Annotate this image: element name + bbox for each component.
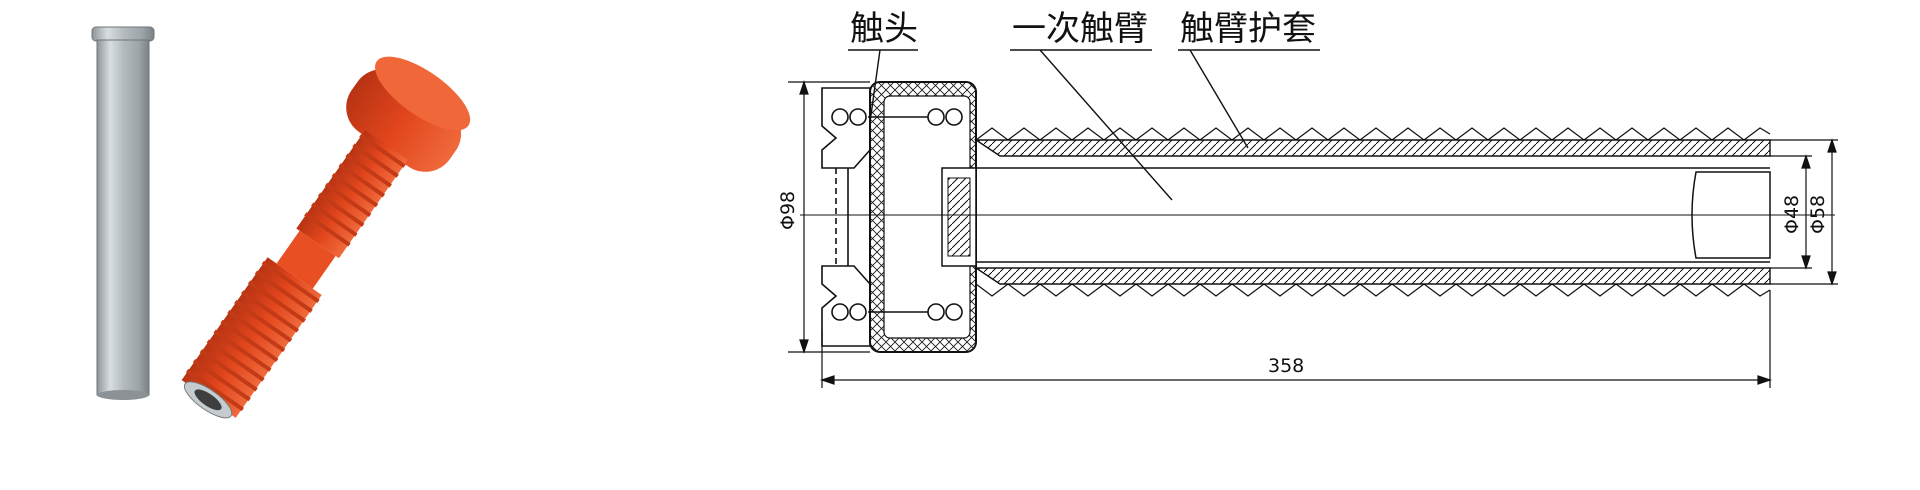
dim-end-diameter-text: Φ58 bbox=[1807, 195, 1829, 234]
dim-length-text: 358 bbox=[1268, 355, 1304, 377]
label-primary-arm: 一次触臂 bbox=[1012, 9, 1148, 49]
product-photos bbox=[91, 26, 471, 419]
contact-holes bbox=[831, 108, 963, 321]
dim-inner-diameter-text: Φ48 bbox=[1781, 195, 1803, 234]
label-contact: 触头 bbox=[850, 9, 918, 49]
dim-right-diameters bbox=[1770, 138, 1838, 286]
dim-length bbox=[820, 290, 1772, 388]
contact-fingers bbox=[821, 87, 871, 347]
dim-outer-diameter bbox=[788, 80, 870, 354]
primary-arm-tube bbox=[973, 139, 1771, 285]
cross-section-drawing: 触头 一次触臂 触臂护套 bbox=[777, 9, 1838, 388]
rubber-arm-photo bbox=[181, 56, 471, 419]
label-arm-sleeve: 触臂护套 bbox=[1180, 9, 1316, 49]
arm-sleeve-ribs bbox=[975, 127, 1771, 297]
dim-outer-diameter-text: Φ98 bbox=[777, 191, 799, 230]
contact-head bbox=[869, 81, 977, 353]
metal-contact-photo bbox=[91, 26, 155, 400]
